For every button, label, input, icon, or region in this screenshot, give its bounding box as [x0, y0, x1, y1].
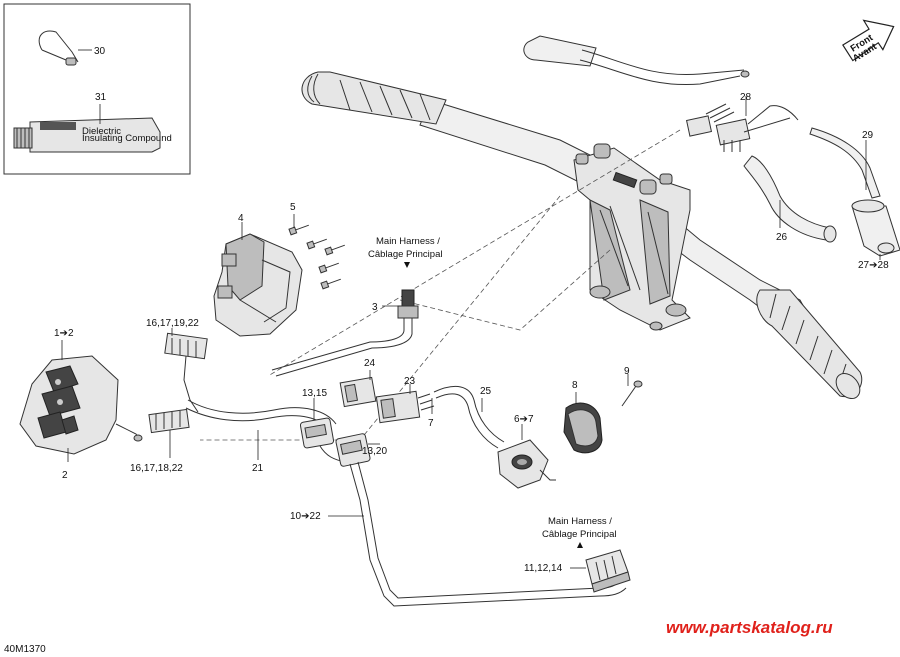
centerline-3 — [399, 249, 611, 331]
callout-30: 30 — [94, 46, 106, 57]
part-30-clip[interactable] — [38, 30, 79, 66]
watermark: www.partskatalog.ru — [666, 618, 833, 637]
callout-29: 29 — [862, 130, 874, 141]
callout-4: 4 — [238, 213, 244, 224]
part-23-connector[interactable] — [375, 390, 435, 424]
callout-31: 31 — [95, 92, 107, 103]
part-24-connector[interactable] — [339, 376, 377, 408]
part-5-screws[interactable] — [288, 222, 346, 290]
part-31-tube[interactable]: Dielectric Insulating Compound — [13, 117, 172, 153]
arrow-down-icon — [404, 262, 410, 268]
part-11-12-14-module[interactable] — [585, 549, 631, 593]
part-27-28-fitting[interactable] — [851, 199, 900, 257]
callout-10-22: 10➔22 — [290, 511, 321, 522]
main-harness-note-2-line2: Câblage Principal — [542, 529, 616, 540]
part-3-connector[interactable] — [271, 289, 419, 377]
part-25-wire[interactable] — [433, 385, 505, 449]
callout-11-12-14: 11,12,14 — [524, 563, 563, 574]
callout-23: 23 — [404, 376, 416, 387]
callout-7: 7 — [428, 418, 434, 429]
tube-label-line1: Dielectric — [82, 126, 121, 137]
right-grip — [756, 289, 863, 400]
left-grip — [301, 71, 447, 125]
callout-26: 26 — [776, 232, 788, 243]
part-1-2-switch-housing[interactable] — [19, 355, 143, 455]
part-28-connectors[interactable] — [685, 103, 799, 152]
part-16-17-19-22-connector[interactable] — [164, 332, 208, 413]
callout-27-28: 27➔28 — [858, 260, 889, 271]
callout-25: 25 — [480, 386, 492, 397]
part-4-housing[interactable] — [213, 233, 303, 337]
callout-2: 2 — [62, 470, 68, 481]
callout-13-20: 13,20 — [362, 446, 387, 457]
callout-16-17-19-22: 16,17,19,22 — [146, 318, 199, 329]
main-harness-note-1-line2: Câblage Principal — [368, 249, 442, 260]
callout-3: 3 — [372, 302, 378, 313]
drawing-number: 40M1370 — [4, 644, 46, 655]
main-harness-note-1-line1: Main Harness / — [376, 236, 440, 247]
part-13-20-connector[interactable] — [335, 433, 627, 607]
callout-16-17-18-22: 16,17,18,22 — [130, 463, 183, 474]
part-16-17-18-22-connector[interactable] — [148, 408, 190, 434]
front-arrow-icon: Front Avant — [842, 19, 895, 64]
callout-28: 28 — [740, 92, 752, 103]
inset-box — [3, 3, 191, 175]
callout-9: 9 — [624, 366, 630, 377]
callout-1-2: 1➔2 — [54, 328, 74, 339]
callout-8: 8 — [572, 380, 578, 391]
handlebar[interactable] — [301, 35, 865, 403]
part-9-pin[interactable] — [621, 380, 643, 407]
part-6-7-switch[interactable] — [497, 439, 556, 489]
part-13-15-connector[interactable] — [299, 417, 347, 463]
callout-13-15: 13,15 — [302, 388, 327, 399]
callout-6-7: 6➔7 — [514, 414, 534, 425]
riser-clamp[interactable] — [573, 143, 691, 331]
arrow-up-icon — [577, 542, 583, 548]
main-harness-note-2-line1: Main Harness / — [548, 516, 612, 527]
callout-5: 5 — [290, 202, 296, 213]
tube-label-line2: Insulating Compound — [82, 133, 172, 144]
callout-24: 24 — [364, 358, 376, 369]
part-26-hose[interactable] — [743, 155, 837, 243]
part-8-cover[interactable] — [563, 402, 603, 454]
callout-21: 21 — [252, 463, 264, 474]
